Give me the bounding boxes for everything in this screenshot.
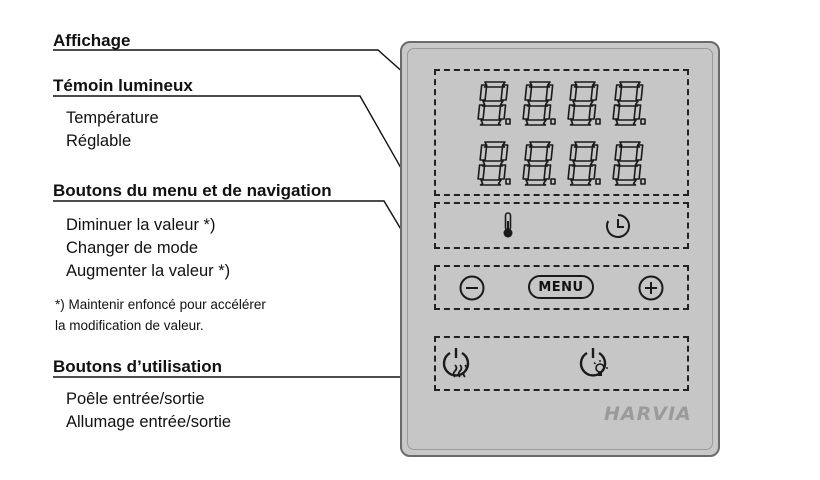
panel-face bbox=[407, 48, 713, 450]
heading-indicators: Témoin lumineux bbox=[53, 76, 193, 95]
display-zone bbox=[434, 69, 689, 196]
minus-button[interactable] bbox=[458, 274, 486, 307]
item-adjustable: Réglable bbox=[66, 132, 132, 150]
heading-menu-navigation: Boutons du menu et de navigation bbox=[53, 181, 332, 200]
menu-button[interactable]: MENU bbox=[528, 275, 594, 299]
item-increase-value: Augmenter la valeur *) bbox=[66, 262, 231, 280]
item-temperature: Température bbox=[66, 109, 159, 127]
item-heater-on-off: Poêle entrée/sortie bbox=[66, 390, 205, 408]
brand-logo: HARVIA bbox=[604, 403, 692, 425]
heater-power-button[interactable] bbox=[441, 344, 477, 387]
item-decrease-value: Diminuer la valeur *) bbox=[66, 216, 216, 234]
control-panel bbox=[400, 41, 720, 457]
heater-power-icon bbox=[442, 348, 470, 378]
menu-button-label: MENU bbox=[538, 279, 584, 295]
item-light-on-off: Allumage entrée/sortie bbox=[66, 413, 232, 431]
item-change-mode: Changer de mode bbox=[66, 239, 199, 257]
note-line-2: la modification de valeur. bbox=[55, 318, 204, 333]
light-power-button[interactable] bbox=[578, 344, 614, 387]
thermometer-icon bbox=[500, 211, 516, 244]
clock-icon bbox=[604, 212, 632, 245]
light-power-icon bbox=[579, 348, 608, 377]
heading-operation: Boutons d’utilisation bbox=[53, 357, 223, 376]
note-line-1: *) Maintenir enfoncé pour accélérer bbox=[55, 297, 266, 312]
minus-icon bbox=[459, 275, 485, 301]
plus-icon bbox=[638, 275, 664, 301]
plus-button[interactable] bbox=[637, 274, 665, 307]
heading-display: Affichage bbox=[53, 31, 131, 50]
indicator-zone bbox=[434, 202, 689, 249]
navigation-zone bbox=[434, 265, 689, 310]
seven-segment-display bbox=[477, 81, 646, 186]
operation-zone bbox=[434, 336, 689, 391]
